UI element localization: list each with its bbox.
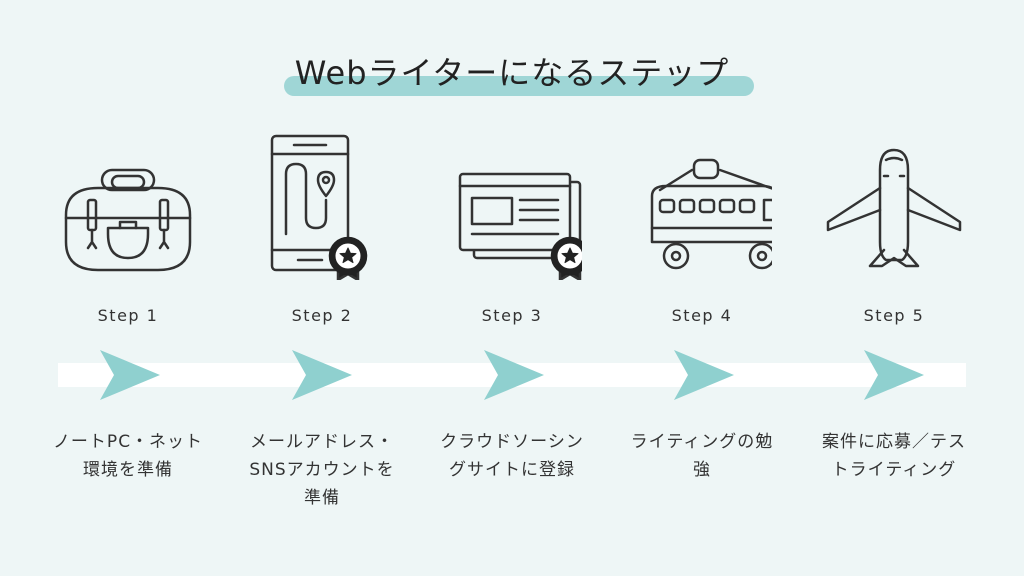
bus-icon [632,130,794,280]
arrow-icon [864,350,924,400]
arrow-icon [292,350,352,400]
step-label: Step 3 [481,306,543,325]
step-3: Step 3 クラウドソーシングサイトに登録 [422,0,602,576]
step-description: メールアドレス・SNSアカウントを準備 [249,432,395,508]
arrow-icon [100,350,160,400]
step-1: Step 1 ノートPC・ネット環境を準備 [38,0,218,576]
step-label: Step 1 [97,306,159,325]
step-label: Step 4 [671,306,733,325]
title-highlight-bar [284,76,754,96]
phone-map-badge-icon [252,130,392,282]
step-5: Step 5 案件に応募／テストライティング [804,0,984,576]
step-description: ノートPC・ネット環境を準備 [52,432,204,480]
arrow-icon [674,350,734,400]
step-4: Step 4 ライティングの勉強 [612,0,794,576]
page-title: Webライターになるステップ [294,54,730,92]
browser-badge-icon [442,130,590,282]
step-description: クラウドソーシングサイトに登録 [440,432,584,480]
step-description: ライティングの勉強 [630,432,774,480]
airplane-icon [824,130,964,280]
step-label: Step 5 [863,306,925,325]
arrow-icon [484,350,544,400]
title-area: Webライターになるステップ [0,40,1024,100]
step-description: 案件に応募／テストライティング [822,432,966,480]
bag-icon [58,130,198,280]
step-label: Step 2 [291,306,353,325]
step-2: Step 2 メールアドレス・SNSアカウントを準備 [232,0,412,576]
